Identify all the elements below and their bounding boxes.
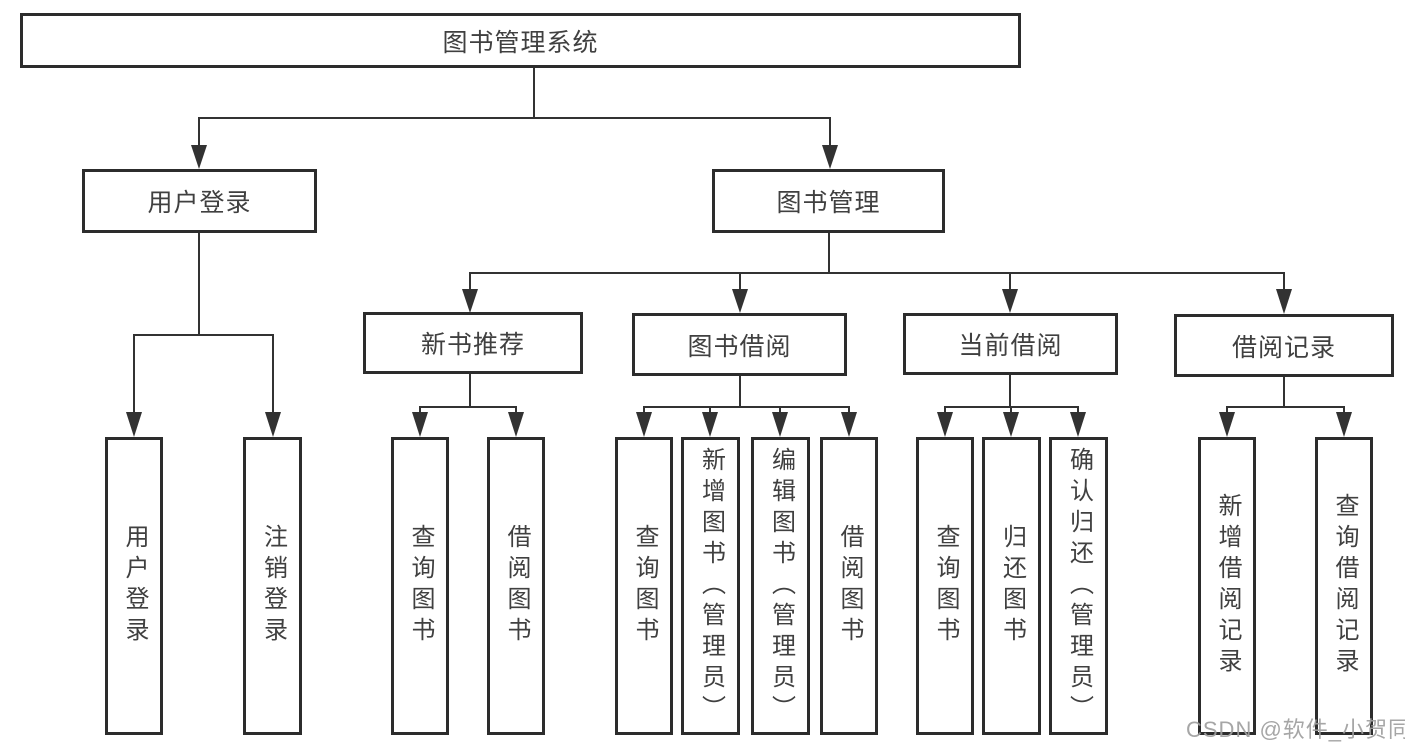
arrowhead — [265, 412, 281, 437]
connector-book-borrow-branch — [636, 376, 857, 437]
leaf-user-login-label: 用户登录 — [121, 524, 148, 648]
node-new-book-rec: 新书推荐 — [363, 312, 583, 374]
leaf-cb-return-books: 归还图书 — [982, 437, 1041, 735]
arrowhead — [1003, 412, 1019, 437]
leaf-cb-confirm-return-admin: 确认归还（管理员） — [1049, 437, 1108, 735]
node-borrow-history: 借阅记录 — [1174, 314, 1394, 377]
leaf-cb-query-books-label: 查询图书 — [932, 524, 959, 648]
leaf-bb-query-books-label: 查询图书 — [631, 524, 658, 648]
leaf-cb-return-books-label: 归还图书 — [998, 524, 1026, 648]
leaf-bb-query-books: 查询图书 — [615, 437, 673, 735]
leaf-bh-add-record-label: 新增借阅记录 — [1214, 493, 1241, 679]
arrowhead — [772, 412, 788, 437]
arrowhead — [1002, 289, 1018, 313]
node-book-mgmt: 图书管理 — [712, 169, 945, 233]
leaf-bb-borrow-books: 借阅图书 — [820, 437, 878, 735]
arrowhead — [191, 145, 207, 169]
leaf-rec-borrow-books: 借阅图书 — [487, 437, 545, 735]
arrowhead — [126, 412, 142, 437]
leaf-bb-add-books-admin: 新增图书（管理员） — [681, 437, 740, 735]
node-book-borrow: 图书借阅 — [632, 313, 847, 376]
leaf-rec-query-books-label: 查询图书 — [407, 524, 434, 648]
leaf-bh-query-record: 查询借阅记录 — [1315, 437, 1373, 735]
arrowhead — [732, 289, 748, 313]
leaf-bb-add-books-admin-label: 新增图书（管理员） — [697, 446, 725, 726]
node-borrow-history-label: 借阅记录 — [1231, 333, 1336, 362]
leaf-cb-confirm-return-admin-label: 确认归还（管理员） — [1065, 446, 1093, 726]
node-root-system: 图书管理系统 — [20, 13, 1021, 68]
leaf-bb-borrow-books-label: 借阅图书 — [836, 524, 863, 648]
arrowhead — [508, 412, 524, 437]
node-book-mgmt-label: 图书管理 — [776, 189, 881, 217]
leaf-rec-query-books: 查询图书 — [391, 437, 449, 735]
arrowhead — [702, 412, 718, 437]
leaf-rec-borrow-books-label: 借阅图书 — [503, 524, 530, 648]
node-book-borrow-label: 图书借阅 — [687, 332, 792, 361]
leaf-logout: 注销登录 — [243, 437, 302, 735]
arrowhead — [462, 289, 478, 313]
node-new-book-rec-label: 新书推荐 — [420, 331, 525, 359]
node-current-borrow-label: 当前借阅 — [958, 332, 1063, 360]
node-user-login: 用户登录 — [82, 169, 317, 233]
leaf-cb-query-books: 查询图书 — [916, 437, 974, 735]
arrowhead — [1336, 412, 1352, 437]
connector-user-login-branch — [126, 233, 281, 437]
node-current-borrow: 当前借阅 — [903, 313, 1118, 375]
leaf-bh-add-record: 新增借阅记录 — [1198, 437, 1256, 735]
leaf-user-login: 用户登录 — [105, 437, 163, 735]
node-user-login-label: 用户登录 — [147, 189, 252, 217]
leaf-bh-query-record-label: 查询借阅记录 — [1331, 493, 1358, 679]
connector-root-branch — [191, 68, 838, 169]
arrowhead — [1276, 289, 1292, 314]
connector-book-mgmt-branch — [462, 232, 1292, 314]
arrowhead — [937, 412, 953, 437]
leaf-bb-edit-books-admin: 编辑图书（管理员） — [751, 437, 810, 735]
arrowhead — [1070, 412, 1086, 437]
arrowhead — [1219, 412, 1235, 437]
connector-current-borrow-branch — [937, 375, 1086, 437]
leaf-logout-label: 注销登录 — [259, 524, 287, 648]
csdn-watermark: CSDN @软件_小贺同学 — [1186, 717, 1405, 742]
leaf-bb-edit-books-admin-label: 编辑图书（管理员） — [767, 446, 795, 726]
connector-borrow-history-branch — [1219, 377, 1352, 437]
arrowhead — [841, 412, 857, 437]
node-root-system-label: 图书管理系统 — [442, 28, 599, 57]
connector-new-book-rec-branch — [412, 374, 524, 437]
arrowhead — [412, 412, 428, 437]
arrowhead — [636, 412, 652, 437]
arrowhead — [822, 145, 838, 169]
